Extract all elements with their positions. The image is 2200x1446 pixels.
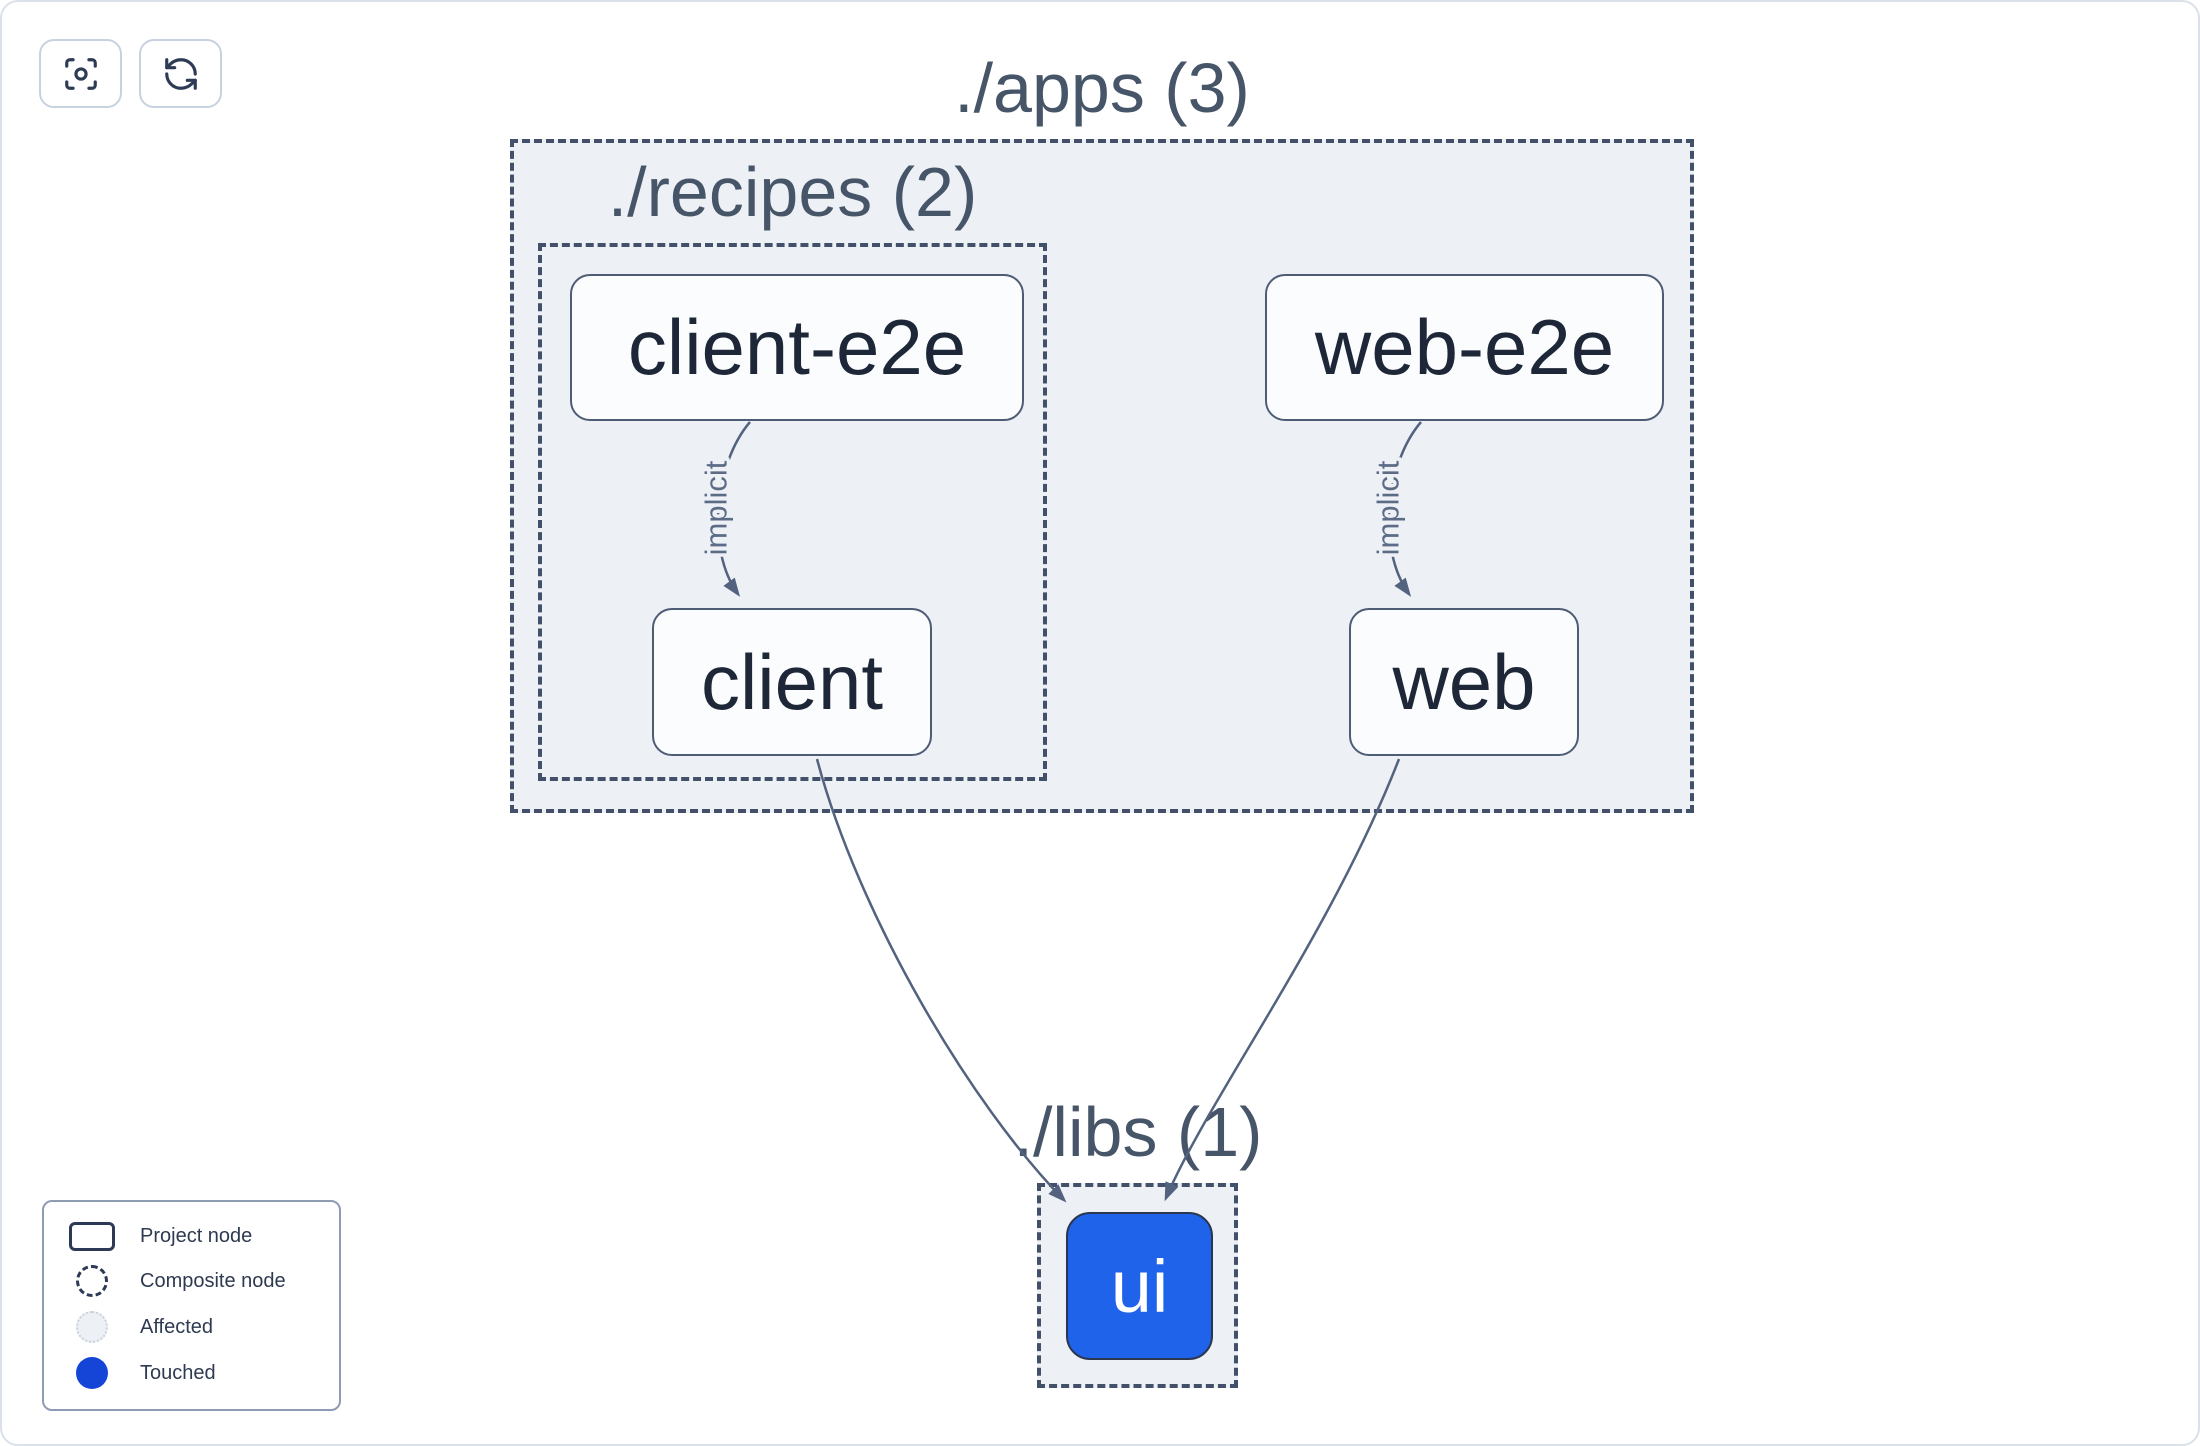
crosshair-focus-icon xyxy=(64,57,97,90)
project-node-label: web-e2e xyxy=(1314,303,1615,391)
project-node-web-e2e[interactable]: web-e2e xyxy=(1265,274,1664,421)
legend-item-composite-node: Composite node xyxy=(44,1265,339,1297)
legend-label: Affected xyxy=(140,1315,214,1338)
legend-label: Composite node xyxy=(140,1269,286,1292)
project-node-client-e2e[interactable]: client-e2e xyxy=(570,274,1024,421)
project-node-label: client-e2e xyxy=(627,303,967,391)
legend-label: Project node xyxy=(140,1225,253,1247)
project-node-web[interactable]: web xyxy=(1349,608,1579,756)
refresh-icon xyxy=(164,57,197,90)
legend-label: Touched xyxy=(140,1361,216,1384)
edge-web-to-ui xyxy=(1164,758,1401,1202)
touched-icon xyxy=(76,1357,108,1389)
project-node-icon xyxy=(69,1222,115,1251)
graph-legend: Project node Composite node Affected Tou… xyxy=(42,1200,341,1411)
edge-client-to-ui xyxy=(815,758,1067,1203)
project-node-label: ui xyxy=(1110,1244,1169,1328)
center-graph-button[interactable] xyxy=(39,39,122,108)
project-node-label: web xyxy=(1392,637,1536,726)
project-node-label: client xyxy=(700,637,884,726)
project-node-ui-touched[interactable]: ui xyxy=(1066,1212,1213,1360)
affected-icon xyxy=(76,1311,108,1343)
composite-node-icon xyxy=(76,1265,108,1297)
group-label-apps: ./apps (3) xyxy=(954,49,1250,127)
legend-item-touched: Touched xyxy=(44,1357,339,1389)
refresh-graph-button[interactable] xyxy=(139,39,222,108)
project-node-client[interactable]: client xyxy=(652,608,932,756)
group-label-libs: ./libs (1) xyxy=(1013,1093,1263,1171)
legend-item-project-node: Project node xyxy=(44,1222,339,1251)
legend-item-affected: Affected xyxy=(44,1311,339,1343)
